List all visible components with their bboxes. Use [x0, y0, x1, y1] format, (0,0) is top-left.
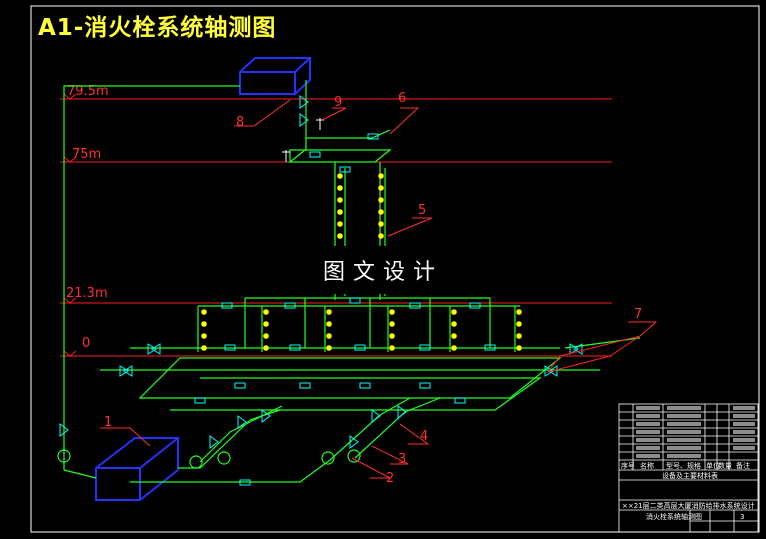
title-block	[618, 403, 759, 533]
table-header-name: 名称	[640, 461, 654, 470]
level-marker	[63, 350, 77, 357]
roof-water-tank	[239, 57, 311, 95]
level-label-21-3: 21.3m	[66, 286, 108, 301]
drawing-title: A1-消火栓系统轴测图	[38, 15, 277, 41]
fire-pumps	[57, 449, 361, 469]
level-label-75: 75m	[72, 147, 101, 162]
hydrant-columns	[201, 173, 522, 351]
callout-2: 2	[386, 471, 394, 486]
callout-leaders	[100, 99, 658, 479]
callout-4: 4	[420, 429, 428, 444]
watermark-text: 图文设计	[322, 260, 443, 285]
watermark-overlay: 图文设计	[290, 246, 476, 294]
callout-8: 8	[236, 115, 244, 130]
sheet-number: 3	[740, 513, 744, 521]
drawing-frame	[30, 5, 760, 533]
roof-test-hydrants	[282, 118, 324, 162]
table-header-qty: 数量	[718, 461, 732, 470]
table-header-remark: 备注	[736, 461, 750, 470]
level-label-0: 0	[82, 336, 90, 351]
pump-water-tank	[95, 437, 179, 501]
sheet-name: 消火栓系统轴测图	[646, 512, 702, 521]
level-marker	[63, 297, 77, 304]
callout-6: 6	[398, 91, 406, 106]
valves	[59, 95, 583, 486]
level-marker	[63, 93, 77, 100]
elevation-lines	[60, 93, 612, 357]
title-block-rows	[636, 406, 755, 458]
table-header-spec: 型号、规格	[666, 461, 701, 470]
callout-5: 5	[418, 203, 426, 218]
callout-3: 3	[398, 452, 406, 467]
pump-adapter	[546, 335, 641, 373]
level-label-79-5: 79.5m	[67, 84, 109, 99]
level-marker	[63, 156, 77, 163]
project-name: ××21层二类高层大厦消防给排水系统设计	[622, 501, 755, 510]
table-header-no: 序号	[621, 461, 635, 470]
table-caption: 设备及主要材料表	[662, 471, 718, 480]
table-header-unit: 单位	[706, 461, 720, 470]
callout-1: 1	[104, 415, 112, 430]
callout-9: 9	[334, 95, 342, 110]
callout-7: 7	[634, 307, 642, 322]
